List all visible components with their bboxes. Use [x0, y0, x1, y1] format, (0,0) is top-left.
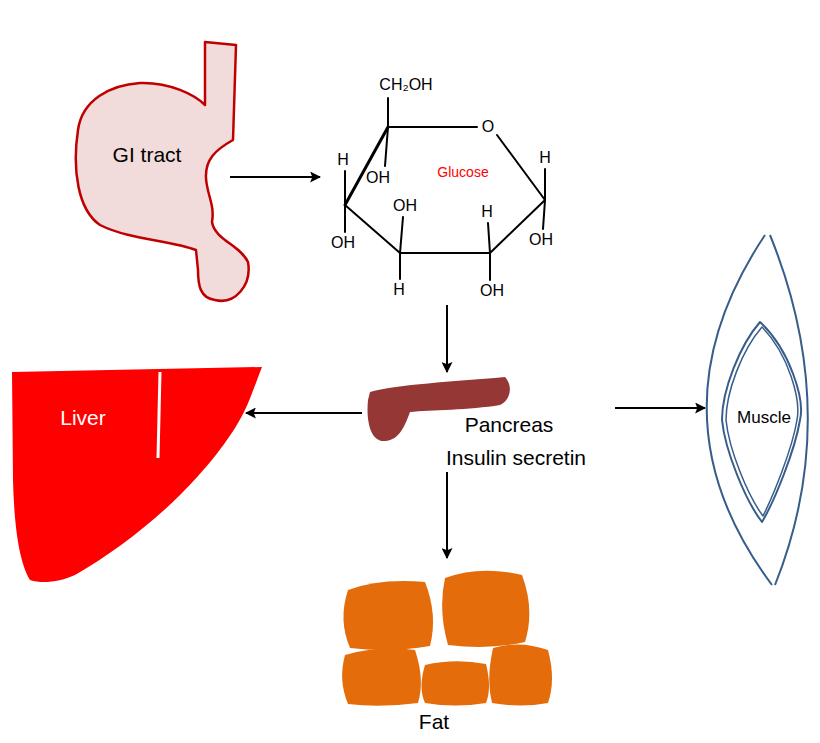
bond-line	[399, 253, 401, 279]
organ-shape	[422, 661, 490, 705]
gi-tract-organ: GI tract	[75, 40, 230, 305]
atom-label: OH	[366, 170, 390, 187]
node-label: Liver	[60, 406, 106, 429]
organ-shape	[76, 42, 249, 301]
atom-label: OH	[480, 283, 504, 300]
bond-line	[544, 169, 546, 200]
glucose-molecule: Glucose	[320, 70, 560, 305]
node-label: Muscle	[737, 409, 791, 428]
fat-tissue: Fat	[340, 558, 555, 736]
bond-line	[489, 253, 491, 280]
atom-label: H	[337, 152, 349, 169]
organ-shape	[726, 327, 798, 516]
bond-line	[543, 200, 545, 229]
flow-arrow	[446, 472, 448, 558]
muscle-organ: Muscle	[705, 233, 812, 587]
organ-shape	[489, 644, 552, 705]
organ-shape	[158, 372, 160, 458]
atom-label: OH	[393, 198, 417, 215]
flow-arrow	[615, 407, 705, 409]
bond-line	[400, 217, 403, 253]
organ-shape	[12, 367, 262, 582]
atom-label: CH₂OH	[379, 77, 432, 94]
flow-arrow	[230, 176, 320, 178]
flow-arrow	[246, 412, 362, 414]
bond-line	[344, 205, 346, 232]
atom-label: H	[393, 282, 405, 299]
bond-line	[387, 98, 389, 127]
node-label: Pancreas	[465, 413, 554, 436]
node-label: Fat	[419, 710, 449, 733]
node-label: Glucose	[437, 165, 488, 180]
bond-line	[497, 135, 545, 200]
pancreas-organ: PancreasInsulin secretin	[362, 372, 615, 472]
bond-line	[400, 252, 490, 254]
atom-label: H	[539, 150, 551, 167]
bond-line	[344, 171, 346, 205]
node-label: Insulin secretin	[446, 446, 586, 469]
bond-line	[385, 127, 388, 166]
liver-organ: Liver	[10, 365, 246, 585]
atom-label: OH	[529, 232, 553, 249]
organ-shape	[343, 581, 433, 650]
organ-shape	[442, 571, 529, 647]
organ-shape	[722, 322, 801, 522]
bond-line	[488, 223, 490, 253]
organ-shape	[342, 648, 421, 705]
atom-label: O	[482, 119, 494, 136]
flow-arrow	[446, 305, 448, 372]
bond-line	[388, 126, 477, 128]
bond-line	[345, 127, 388, 205]
node-label: GI tract	[113, 143, 182, 166]
atom-label: H	[481, 204, 493, 221]
atom-label: OH	[331, 235, 355, 252]
